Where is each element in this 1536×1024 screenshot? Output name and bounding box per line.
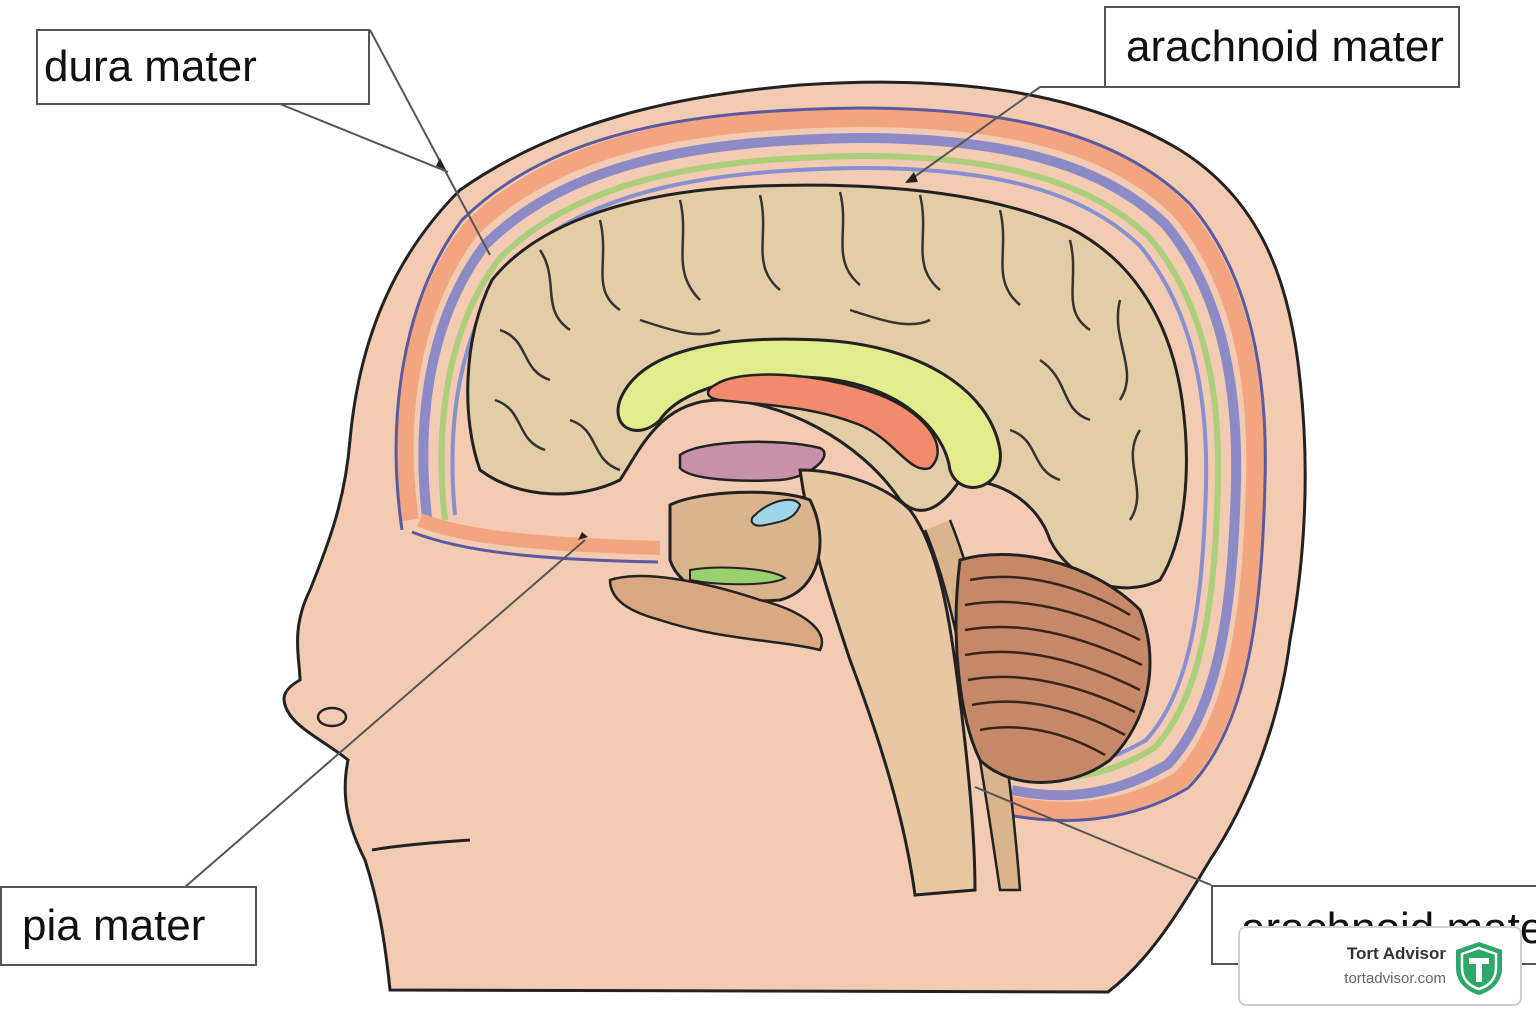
green-structure — [689, 566, 787, 586]
arachnoid-top-leader — [909, 86, 1104, 181]
arrow-arachnoid — [905, 172, 918, 183]
corpus-callosum — [616, 337, 1002, 489]
arrow-dura — [436, 158, 446, 170]
pia-leader — [184, 539, 586, 888]
dura-leader-2 — [279, 103, 449, 173]
brainstem — [798, 468, 977, 897]
dura-leader-1 — [369, 29, 491, 256]
label-arachnoid-mater-top: arachnoid mater — [1104, 6, 1460, 88]
sulci — [494, 191, 1142, 521]
label-pia-text: pia mater — [22, 901, 206, 950]
nostril — [316, 706, 348, 728]
label-pia-mater: pia mater — [0, 886, 257, 966]
mouth-line — [371, 838, 471, 852]
shield-icon — [1456, 942, 1502, 995]
ventricle — [750, 498, 802, 527]
basal-dura-outline — [411, 530, 659, 564]
arrow-heads — [436, 158, 918, 540]
label-arachnoid-top-text: arachnoid mater — [1126, 22, 1444, 71]
label-dura-mater: dura mater — [36, 29, 370, 105]
leader-lines — [184, 29, 1212, 888]
watermark-url: tortadvisor.com — [1344, 970, 1446, 987]
arachnoid-bottom-leader — [974, 786, 1212, 886]
cerebellum — [954, 552, 1152, 784]
label-dura-text: dura mater — [44, 42, 257, 91]
arrow-pia — [578, 532, 588, 540]
arachnoid-stripes — [438, 152, 1222, 781]
palate — [608, 574, 824, 652]
tort-advisor-watermark: Tort Advisor tortadvisor.com — [1238, 926, 1522, 1006]
cerebellum-folia — [964, 575, 1143, 757]
dura-mater-layer — [395, 108, 1265, 820]
watermark-name: Tort Advisor — [1346, 944, 1446, 963]
thalamus — [678, 440, 826, 482]
basal-dura — [417, 513, 661, 555]
dura-outline-outer — [394, 106, 1267, 822]
fornix — [706, 373, 939, 471]
